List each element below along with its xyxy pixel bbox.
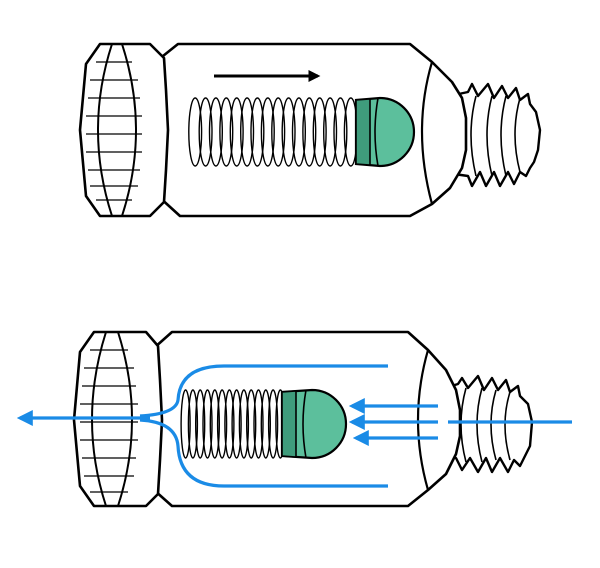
spring-coil [281,97,296,167]
spring-coil [260,389,271,459]
spring-coil [216,389,228,459]
spring-coil [291,97,307,167]
spring-coil [229,97,244,167]
spring-coil [253,389,264,459]
spring-coil [238,389,250,459]
spring-coil [333,97,348,167]
flow-outer-bottom [139,418,388,488]
spring-coil [267,389,279,459]
spring-coil [260,97,275,167]
spring-coil [323,97,338,167]
spring-coil [202,389,213,459]
spring-coil [302,97,317,167]
spring-coil [187,389,199,459]
flow-lines [16,364,572,488]
spring-coil [245,389,257,459]
valve-closed-view [78,42,542,218]
spring-coil [188,97,203,167]
spring-coil [271,97,286,167]
spring-coil [194,389,206,459]
valve-body [156,42,468,218]
ball-poppet [280,388,348,460]
spring-coil [208,97,224,167]
spring-coil [198,97,213,167]
spring-coil [224,389,235,459]
ball-poppet [354,96,416,168]
spring-coil [312,97,327,167]
spring-coil [219,97,234,167]
spring-coil [180,389,191,459]
spring-coil [250,97,265,167]
valve-open-view [16,330,572,508]
spring [180,389,286,459]
flow-outer-top [139,364,388,418]
spring-coil [231,389,242,459]
spring-coil [240,97,255,167]
knurled-cap [78,42,170,218]
spring-coil [209,389,221,459]
